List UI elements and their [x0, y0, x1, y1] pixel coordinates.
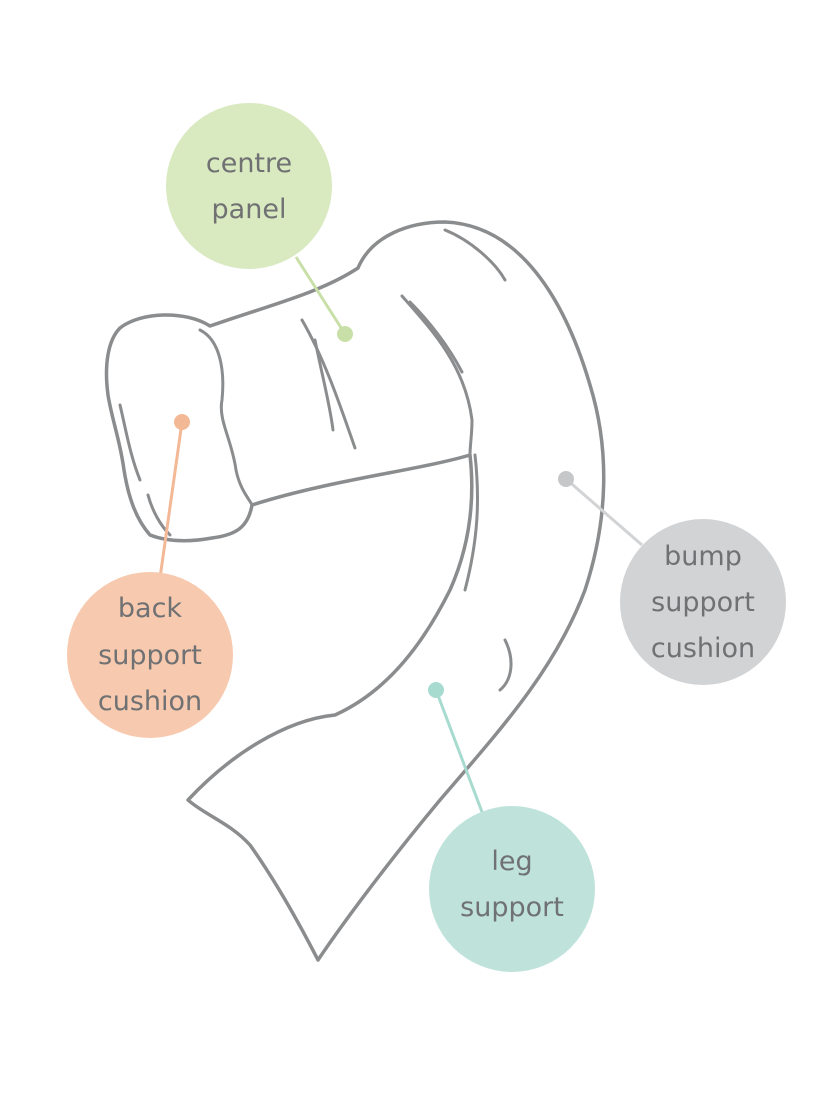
- leg-support-label-line-2: support: [460, 892, 564, 923]
- back-support-label-line-1: back: [118, 593, 183, 624]
- bump-support-label-line-2: support: [651, 587, 755, 618]
- back-support-marker: [174, 414, 190, 430]
- back-support-bubble: [67, 572, 233, 738]
- back-support-label-line-3: cushion: [98, 686, 202, 717]
- centre-crease-1: [300, 318, 357, 450]
- centre-panel-label-line-1: centre: [206, 148, 292, 179]
- centre-crease-3: [408, 300, 464, 374]
- bump-fold: [463, 453, 480, 592]
- bump-support-bubble: [620, 519, 786, 685]
- pillow-outline: [104, 220, 606, 962]
- centre-crease-2: [313, 338, 335, 432]
- centre-panel-leader: [294, 256, 347, 335]
- centre-panel-bubble: [166, 103, 332, 269]
- bump-support-leader: [565, 477, 643, 547]
- back-end-fold-1: [118, 403, 142, 482]
- back-support-leader: [158, 421, 184, 579]
- leg-support-marker: [428, 682, 444, 698]
- back-cushion-fold: [198, 328, 254, 507]
- leg-support-leader: [434, 689, 484, 813]
- centre-panel-edge: [400, 294, 474, 457]
- back-support-label-line-2: support: [98, 640, 202, 671]
- bump-top-ridge: [443, 228, 507, 282]
- pillow-body-outline: [104, 220, 606, 962]
- leg-support-label-line-1: leg: [491, 846, 532, 877]
- centre-panel-label-line-2: panel: [212, 194, 287, 225]
- callout-back-support-cushion: back support cushion: [67, 414, 233, 738]
- leg-support-bubble: [429, 806, 595, 972]
- leg-fold: [498, 638, 513, 692]
- bump-support-marker: [558, 471, 574, 487]
- bump-support-label-line-1: bump: [664, 541, 742, 572]
- callout-bump-support-cushion: bump support cushion: [558, 471, 786, 685]
- bump-support-label-line-3: cushion: [651, 633, 755, 664]
- centre-panel-marker: [337, 326, 353, 342]
- callout-leg-support: leg support: [428, 682, 595, 972]
- callout-centre-panel: centre panel: [166, 103, 353, 342]
